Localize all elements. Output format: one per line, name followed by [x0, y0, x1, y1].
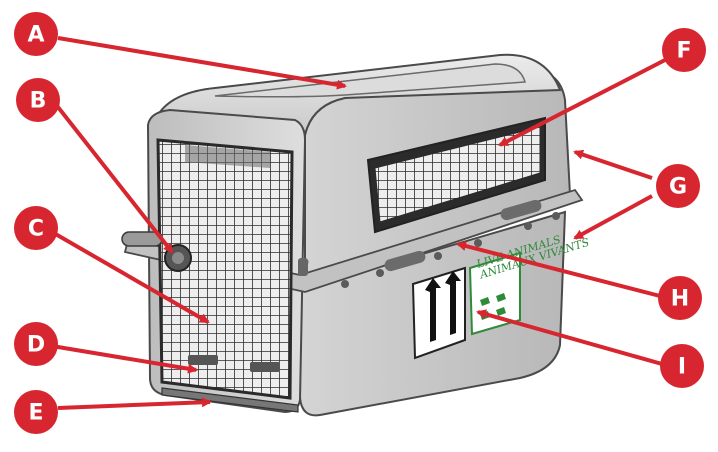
- badge-a: A: [14, 12, 58, 56]
- top-panel: [214, 63, 526, 98]
- badge-h: H: [658, 276, 702, 320]
- side-handles: [384, 199, 542, 272]
- badge-d: D: [14, 322, 58, 366]
- arrow-i: [476, 309, 663, 366]
- badge-c-letter: C: [28, 217, 44, 242]
- this-way-up-label: [411, 266, 466, 360]
- arrow-h: [456, 241, 661, 298]
- base-strip: [161, 387, 299, 413]
- badge-h-letter: H: [671, 287, 689, 312]
- badge-f: F: [662, 28, 706, 72]
- badge-i-letter: I: [678, 355, 686, 380]
- arrow-c: [51, 230, 210, 324]
- callout-arrows: [51, 36, 666, 410]
- door-grille: [156, 138, 294, 400]
- arrow-g-upper: [573, 149, 653, 180]
- door-tabs: [188, 355, 280, 372]
- ventilation-window: [366, 116, 546, 234]
- arrow-e: [57, 397, 212, 410]
- badge-e-letter: E: [28, 401, 43, 426]
- crate: LIVE ANIMALS ANIMAUX VIVANTS: [121, 53, 591, 417]
- badge-c: C: [14, 206, 58, 250]
- badge-g: G: [656, 164, 700, 208]
- arrow-d: [51, 344, 198, 374]
- badge-d-letter: D: [27, 333, 45, 358]
- arrow-b: [52, 100, 174, 254]
- badge-b: B: [16, 78, 60, 122]
- badge-i: I: [660, 344, 704, 388]
- badge-a-letter: A: [27, 23, 44, 48]
- badge-f-letter: F: [676, 39, 691, 64]
- badge-b-letter: B: [30, 89, 47, 114]
- arrow-g-lower: [573, 194, 653, 240]
- arrow-a: [57, 36, 347, 90]
- badge-e: E: [14, 390, 58, 434]
- arrow-f: [498, 58, 666, 147]
- badge-g-letter: G: [669, 175, 687, 200]
- door-hinge: [298, 258, 308, 276]
